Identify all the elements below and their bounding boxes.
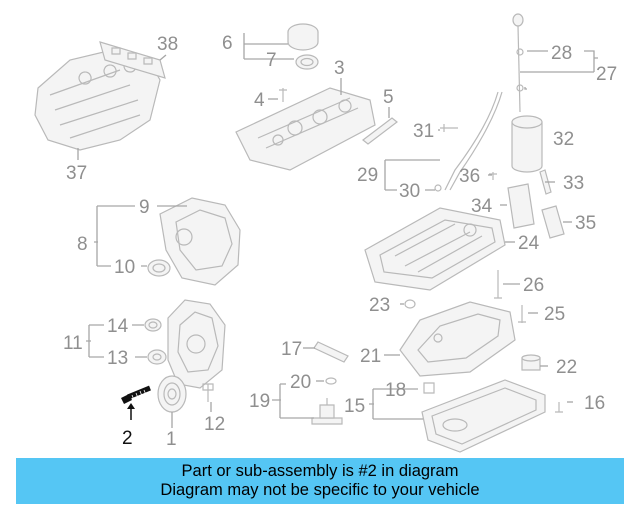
callout-11: 11: [63, 333, 83, 354]
callout-31: 31: [413, 121, 434, 142]
callout-27: 27: [596, 64, 617, 85]
callout-32: 32: [553, 129, 574, 150]
dipstick-drawing: [434, 13, 524, 192]
callout-14: 14: [107, 316, 129, 337]
callout-3: 3: [334, 58, 345, 79]
callout-6: 6: [222, 33, 233, 54]
callout-25: 25: [544, 304, 565, 325]
callout-22: 22: [556, 357, 577, 378]
callout-20: 20: [290, 372, 311, 393]
callout-10: 10: [114, 257, 135, 278]
callout-38: 38: [157, 34, 178, 55]
callout-2-highlighted: 2: [122, 428, 133, 449]
callout-labels: 1 2 3 4 5 6 7 8 9 10 11 12 13 14 15 16 1…: [63, 33, 617, 450]
bolts-23-25-26-drawing: [404, 270, 526, 323]
lower-timing-cover-drawing: [144, 299, 226, 389]
info-banner: Part or sub-assembly is #2 in diagram Di…: [16, 458, 624, 504]
callout-36: 36: [459, 166, 480, 187]
callout-28: 28: [551, 43, 572, 64]
callout-23: 23: [369, 295, 390, 316]
oil-pump-drawing: [399, 301, 541, 377]
bolt-2-highlighted-drawing: [121, 385, 151, 420]
callout-21: 21: [360, 346, 381, 367]
lower-oil-pan-drawing: [311, 377, 563, 453]
callout-18: 18: [385, 380, 406, 401]
callout-5: 5: [383, 87, 394, 108]
callout-26: 26: [523, 275, 544, 296]
callout-35: 35: [575, 213, 596, 234]
callout-1: 1: [166, 429, 177, 450]
timing-cover-drawing: [147, 197, 241, 286]
banner-line-2: Diagram may not be specific to your vehi…: [160, 481, 480, 499]
banner-line-1: Part or sub-assembly is #2 in diagram: [181, 462, 459, 480]
callout-33: 33: [563, 173, 584, 194]
callout-4: 4: [254, 90, 265, 111]
part-17-drawing: [313, 341, 349, 363]
upper-oil-pan-drawing: [364, 207, 506, 291]
callout-30: 30: [399, 181, 420, 202]
callout-9: 9: [139, 197, 150, 218]
callout-37: 37: [66, 163, 87, 184]
valve-cover-drawing: [235, 87, 398, 171]
callout-19: 19: [249, 391, 270, 412]
callout-13: 13: [107, 348, 128, 369]
callout-34: 34: [471, 196, 493, 217]
oil-filler-cap-drawing: [287, 23, 319, 70]
intake-manifold-drawing: [34, 41, 166, 151]
callout-29: 29: [357, 165, 378, 186]
callout-8: 8: [77, 234, 88, 255]
callout-17: 17: [281, 339, 302, 360]
callout-15: 15: [344, 396, 365, 417]
callout-7: 7: [266, 50, 277, 71]
callout-12: 12: [204, 414, 225, 435]
callout-24: 24: [518, 233, 540, 254]
callout-16: 16: [584, 393, 605, 414]
